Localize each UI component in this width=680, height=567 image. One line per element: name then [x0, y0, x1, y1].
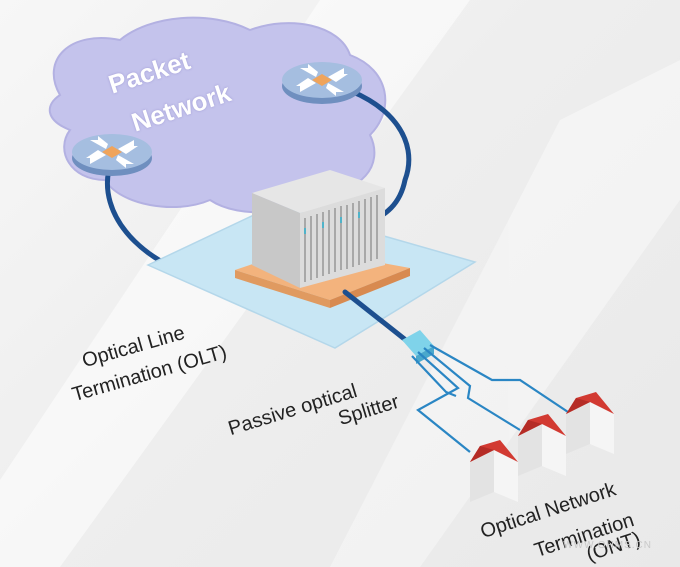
ont-house-2-icon — [518, 414, 566, 476]
drop-fibers — [411, 344, 569, 453]
router-left-icon — [72, 134, 152, 176]
ont-house-1-icon — [470, 440, 518, 502]
passive-splitter-icon — [402, 330, 434, 364]
feeder-fiber — [342, 289, 415, 348]
olt-base-front — [235, 270, 330, 308]
watermark: WWW.OHMS.CN — [563, 540, 652, 551]
ont-house-3-icon — [566, 392, 614, 454]
olt-chassis-icon — [252, 170, 385, 288]
router-right-icon — [282, 62, 362, 104]
